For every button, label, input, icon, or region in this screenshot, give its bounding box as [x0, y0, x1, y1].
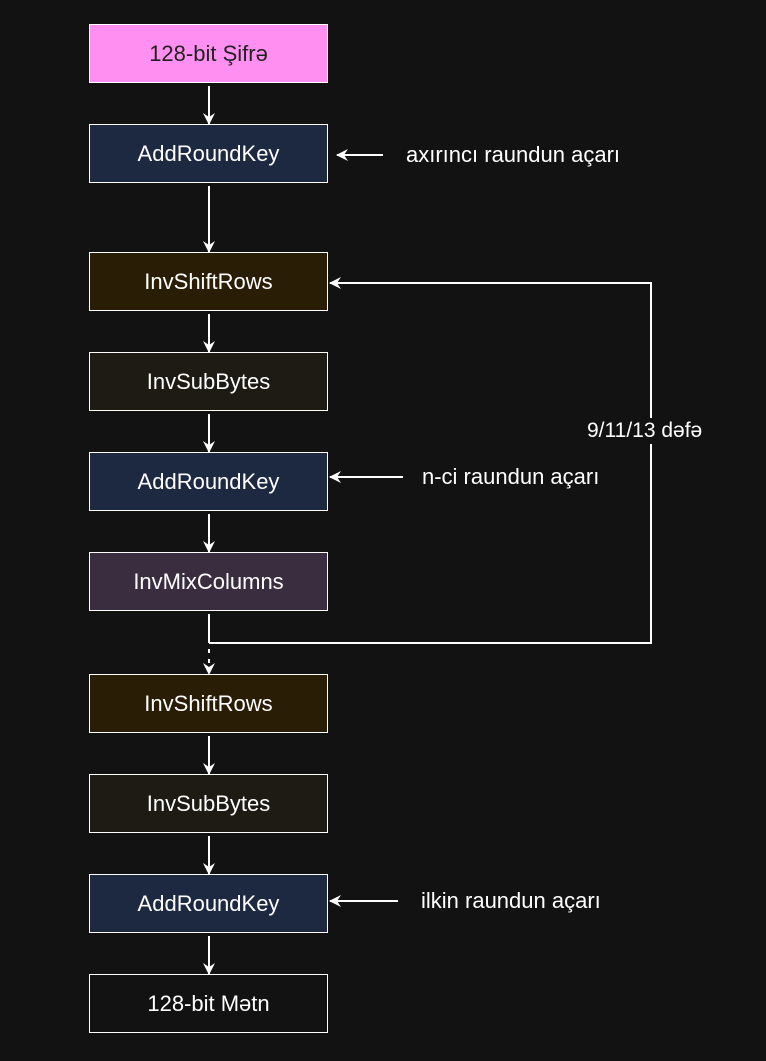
initial-round-key-label: ilkin raundun açarı [421, 888, 601, 913]
invmixcolumns-label: InvMixColumns [133, 568, 284, 594]
ciphertext-box: 128-bit Şifrə [89, 24, 328, 83]
invsubbytes-box: InvSubBytes [89, 352, 328, 411]
addroundkey-label: AddRoundKey [137, 890, 280, 916]
invmixcolumns-box: InvMixColumns [89, 552, 328, 611]
plaintext-box: 128-bit Mətn [89, 974, 328, 1033]
ciphertext-label: 128-bit Şifrə [149, 40, 268, 66]
loop-back-line [209, 277, 652, 644]
loop-count-label: 9/11/13 dəfə [585, 418, 705, 444]
invshiftrows-box: InvShiftRows [89, 252, 328, 311]
addroundkey-label: AddRoundKey [137, 140, 280, 166]
addroundkey-label: AddRoundKey [137, 468, 280, 494]
addroundkey-box: AddRoundKey [89, 874, 328, 933]
invsubbytes-label: InvSubBytes [146, 368, 271, 394]
invsubbytes-label: InvSubBytes [146, 790, 271, 816]
addroundkey-box: AddRoundKey [89, 124, 328, 183]
last-round-key-label: axırıncı raundun açarı [406, 142, 621, 167]
invsubbytes-box: InvSubBytes [89, 774, 328, 833]
invshiftrows-label: InvShiftRows [144, 690, 273, 716]
addroundkey-box: AddRoundKey [89, 452, 328, 511]
plaintext-label: 128-bit Mətn [147, 990, 270, 1016]
invshiftrows-box: InvShiftRows [89, 674, 328, 733]
nth-round-key-label: n-ci raundun açarı [422, 464, 600, 489]
invshiftrows-label: InvShiftRows [144, 268, 273, 294]
